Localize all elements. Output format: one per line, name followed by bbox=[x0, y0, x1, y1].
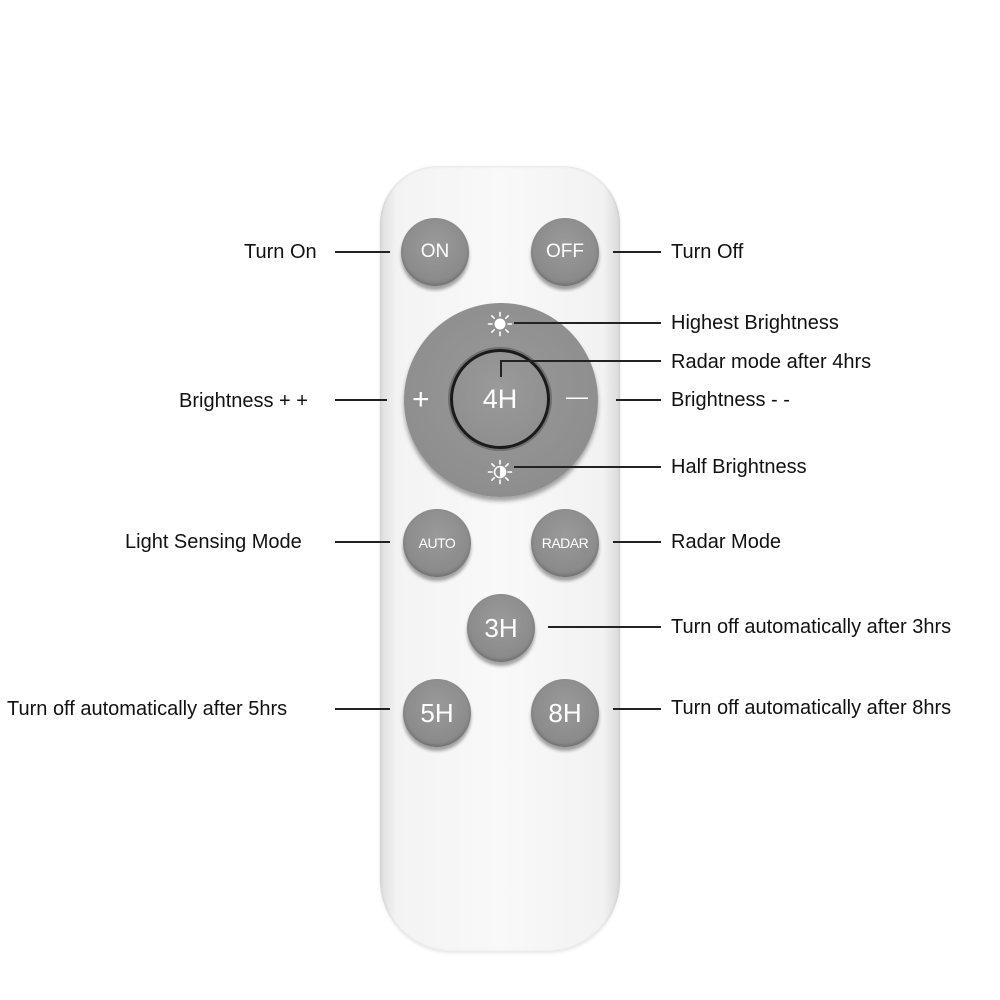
radar-button-label: RADAR bbox=[541, 535, 589, 551]
timer-8h-button[interactable]: 8H bbox=[531, 679, 599, 747]
radar-button[interactable]: RADAR bbox=[531, 509, 599, 577]
minus-label: — bbox=[566, 384, 588, 409]
callout-turn-on: Turn On bbox=[244, 241, 317, 263]
callout-brightness-minus: Brightness - - bbox=[671, 389, 790, 411]
callout-off-after-8hrs: Turn off automatically after 8hrs bbox=[671, 697, 952, 719]
timer-4h-label: 4H bbox=[482, 383, 518, 414]
callout-off-after-3hrs: Turn off automatically after 3hrs bbox=[671, 616, 952, 638]
leader-line-light-sensing bbox=[335, 541, 390, 543]
leader-line-brightness-minus bbox=[616, 399, 661, 401]
sun-half-icon[interactable] bbox=[487, 459, 513, 485]
callout-radar-mode: Radar Mode bbox=[671, 531, 782, 553]
on-button-label: ON bbox=[420, 241, 450, 262]
timer-5h-label: 5H bbox=[420, 697, 454, 728]
callout-off-after-5hrs: Turn off automatically after 5hrs bbox=[7, 698, 288, 720]
leader-line-turn-on bbox=[335, 251, 390, 253]
plus-label: + bbox=[412, 383, 430, 416]
callout-turn-off: Turn Off bbox=[671, 241, 744, 263]
leader-line-radar-4hrs bbox=[500, 360, 661, 362]
timer-5h-button[interactable]: 5H bbox=[403, 679, 471, 747]
leader-line-off-3hrs bbox=[548, 626, 661, 628]
leader-line-radar-4hrs-vertical bbox=[500, 360, 502, 377]
brightness-plus-button[interactable]: + bbox=[412, 385, 430, 415]
brightness-minus-button[interactable]: — bbox=[566, 382, 588, 412]
callout-highest-brightness: Highest Brightness bbox=[671, 312, 839, 334]
leader-line-off-5hrs bbox=[335, 708, 390, 710]
leader-line-half-brightness bbox=[514, 466, 661, 468]
callout-light-sensing-mode: Light Sensing Mode bbox=[125, 531, 302, 553]
callout-radar-after-4hrs: Radar mode after 4hrs bbox=[671, 351, 872, 373]
leader-line-highest-brightness bbox=[514, 322, 661, 324]
callout-half-brightness: Half Brightness bbox=[671, 456, 807, 478]
leader-line-off-8hrs bbox=[613, 708, 661, 710]
timer-3h-button[interactable]: 3H bbox=[467, 594, 535, 662]
leader-line-brightness-plus bbox=[335, 399, 387, 401]
on-button[interactable]: ON bbox=[401, 218, 469, 286]
off-button[interactable]: OFF bbox=[531, 218, 599, 286]
timer-3h-label: 3H bbox=[484, 612, 518, 643]
auto-button-label: AUTO bbox=[418, 535, 456, 551]
leader-line-turn-off bbox=[613, 251, 661, 253]
auto-button[interactable]: AUTO bbox=[403, 509, 471, 577]
off-button-label: OFF bbox=[546, 241, 584, 262]
callout-brightness-plus: Brightness + + bbox=[179, 390, 308, 412]
sun-full-icon[interactable] bbox=[487, 311, 513, 337]
leader-line-radar-mode bbox=[613, 541, 661, 543]
timer-8h-label: 8H bbox=[548, 697, 582, 728]
